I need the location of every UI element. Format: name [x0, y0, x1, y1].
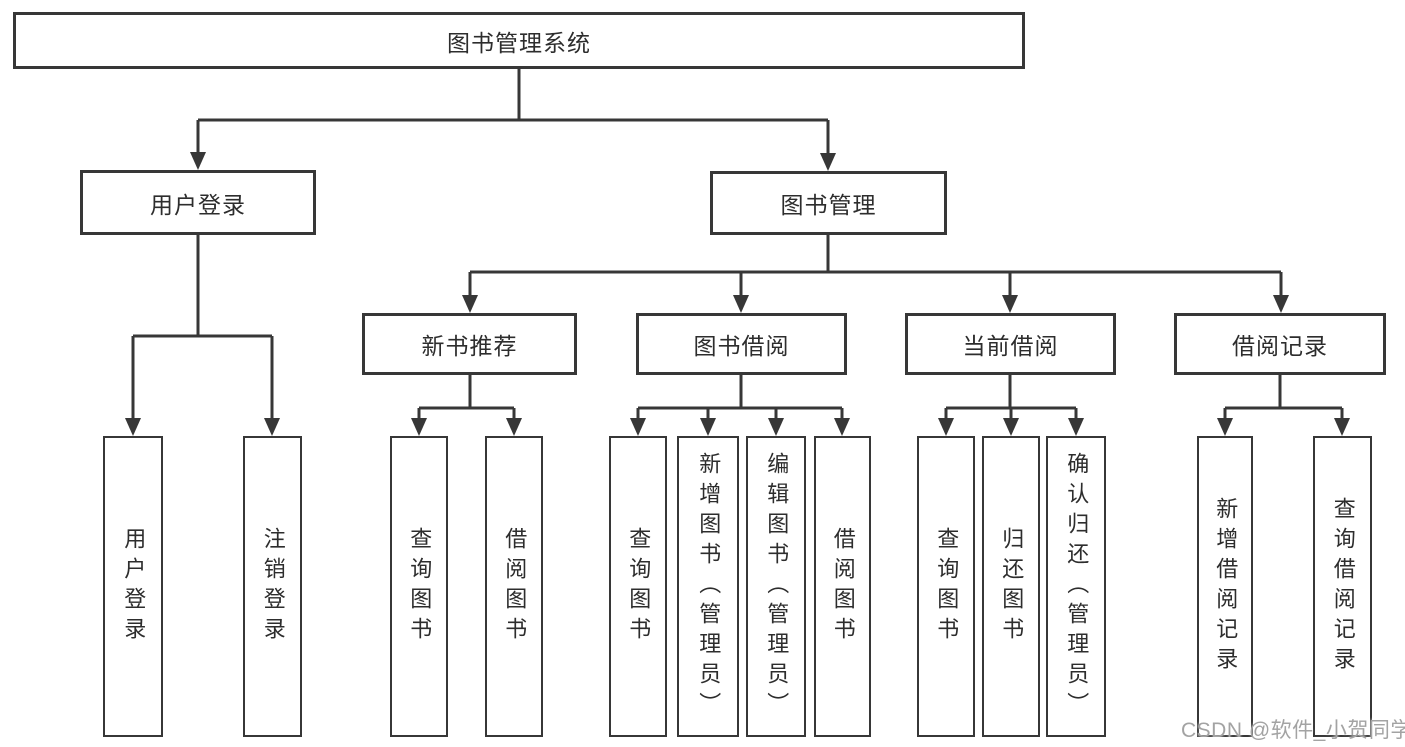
connector-borrow-record-children [1217, 375, 1350, 436]
node-logout-leaf: 注销登录 [243, 436, 302, 737]
node-borrow-book-recommend: 借阅图书 [485, 436, 543, 737]
node-new-book-recommend: 新书推荐 [362, 313, 577, 375]
node-return-book: 归还图书 [982, 436, 1040, 737]
node-add-book-admin: 新增图书（管理员） [677, 436, 739, 737]
node-add-borrow-record: 新增借阅记录 [1197, 436, 1253, 737]
node-root: 图书管理系统 [13, 12, 1025, 69]
connector-user-login-children [125, 235, 280, 436]
node-user-login: 用户登录 [80, 170, 316, 235]
node-borrow-record: 借阅记录 [1174, 313, 1386, 375]
node-confirm-return-admin: 确认归还（管理员） [1046, 436, 1106, 737]
connector-book-management-children [462, 235, 1289, 313]
node-current-borrow: 当前借阅 [905, 313, 1116, 375]
connector-new-book-recommend-children [411, 375, 522, 436]
node-query-borrow-record: 查询借阅记录 [1313, 436, 1372, 737]
node-edit-book-admin: 编辑图书（管理员） [746, 436, 806, 737]
node-borrow-book-leaf: 借阅图书 [814, 436, 871, 737]
node-book-borrow: 图书借阅 [636, 313, 847, 375]
connector-book-borrow-children [630, 375, 850, 436]
connector-current-borrow-children [938, 375, 1084, 436]
node-query-book-recommend: 查询图书 [390, 436, 448, 737]
csdn-watermark: CSDN @软件_小贺同学 [1181, 719, 1405, 742]
node-user-login-leaf: 用户登录 [103, 436, 163, 737]
node-query-book-borrow: 查询图书 [609, 436, 667, 737]
node-query-book-current: 查询图书 [917, 436, 975, 737]
connector-root-to-level2 [190, 69, 836, 171]
node-book-management: 图书管理 [710, 171, 947, 235]
